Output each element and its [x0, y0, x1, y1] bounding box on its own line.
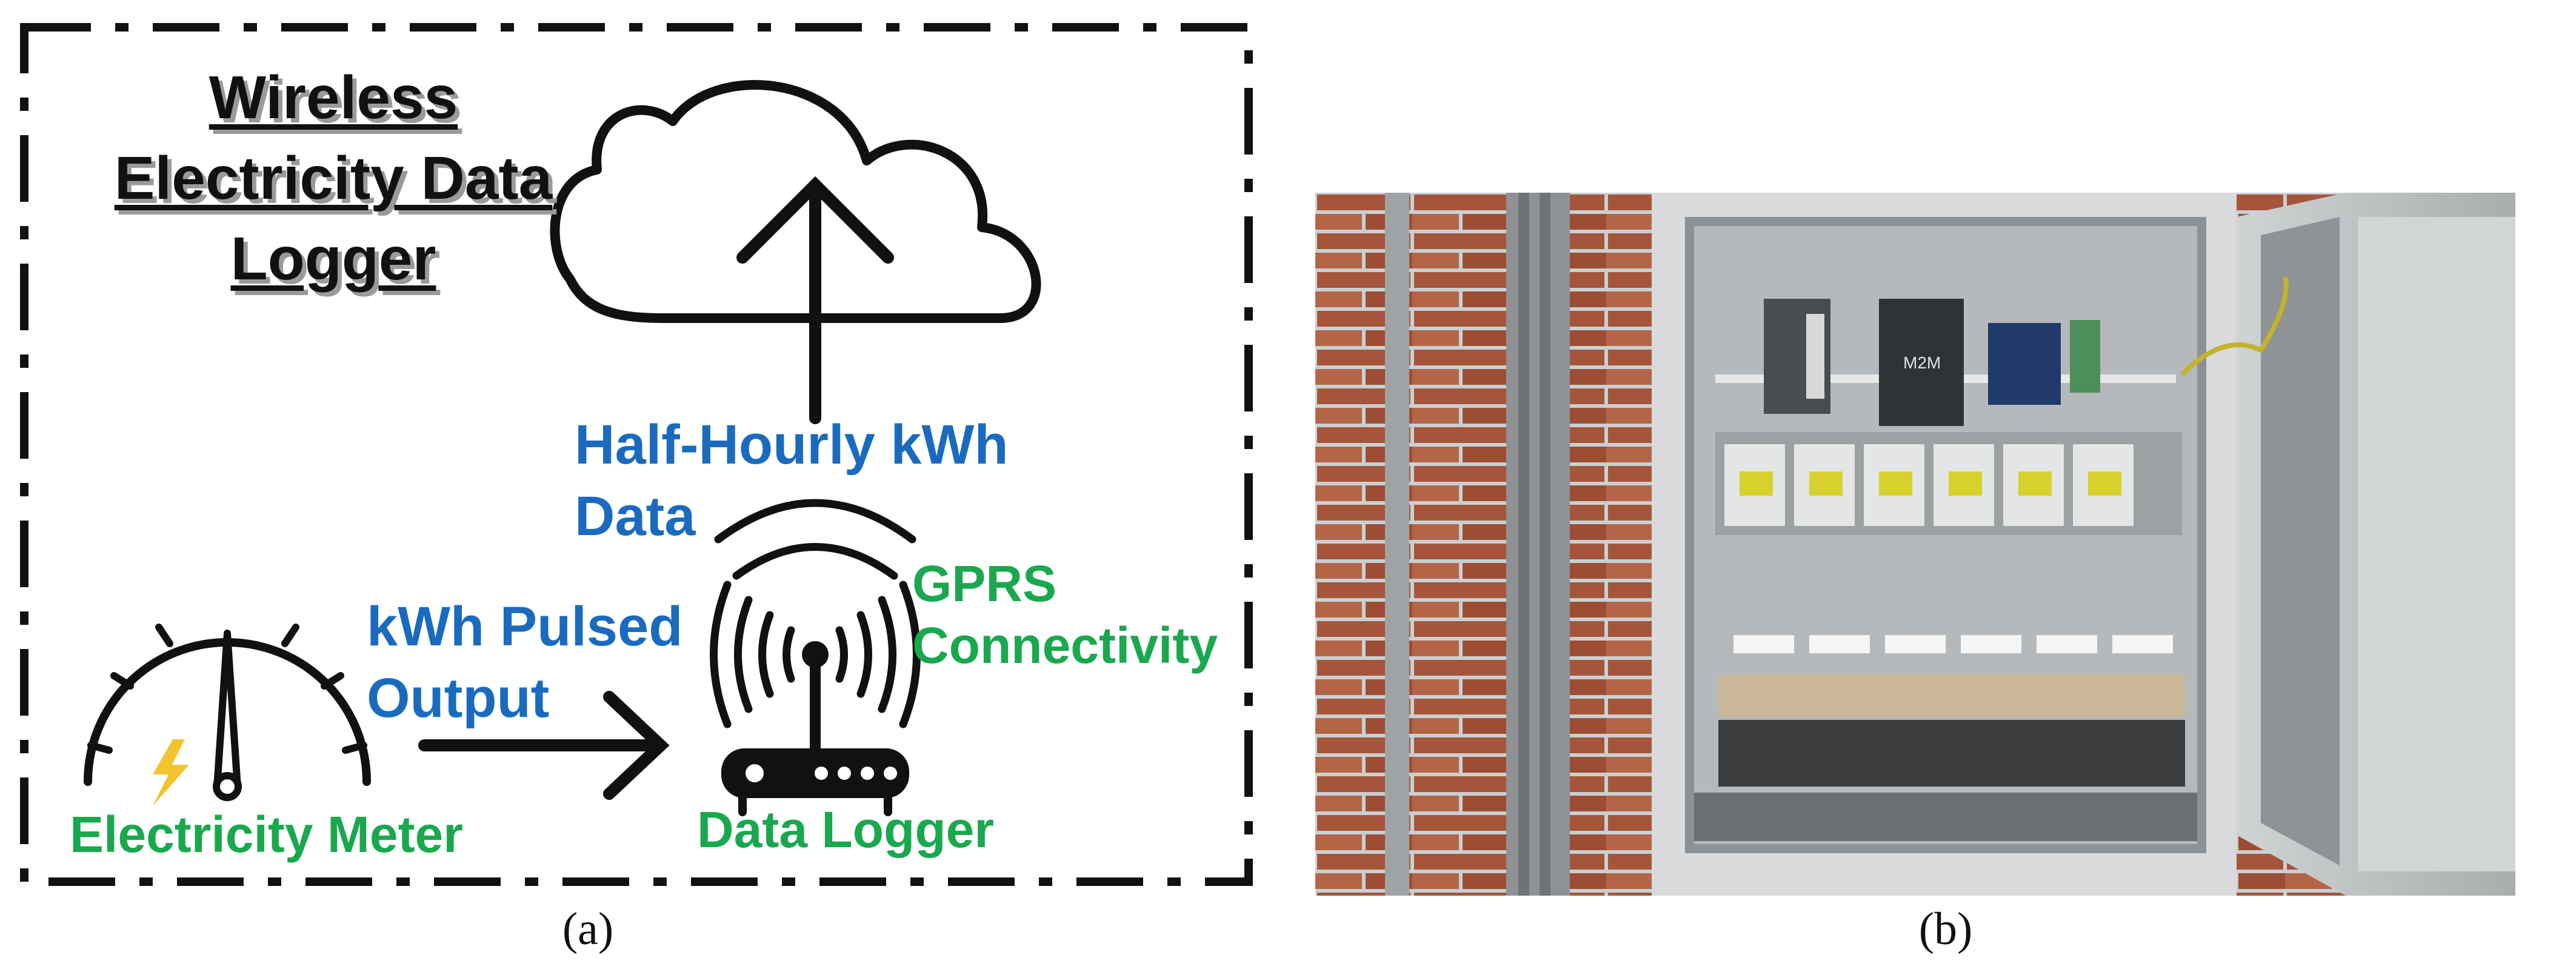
- dash-dot-frame: [20, 23, 1253, 886]
- pulse-label-line-2: Output: [367, 667, 550, 729]
- meter-label: Electricity Meter: [70, 806, 463, 863]
- antenna-icon: [710, 581, 921, 760]
- wifi-signal-icon: [714, 499, 916, 580]
- title-line-3: Logger: [230, 225, 436, 293]
- pulse-arrow-icon: [418, 691, 670, 800]
- pulse-counter-modules: [1724, 444, 2134, 526]
- panel-b-photo: M2M: [1315, 193, 2515, 896]
- pulsed-output-label: kWh Pulsed Output: [367, 591, 682, 734]
- upload-data-label: Half-Hourly kWh Data: [575, 409, 1009, 552]
- pulse-label-line-1: kWh Pulsed: [367, 596, 683, 657]
- data-logger-module: [1988, 323, 2061, 405]
- caption-a: (a): [562, 904, 614, 954]
- m2m-label: M2M: [1903, 353, 1941, 372]
- conduit-pipe: [1385, 193, 1409, 896]
- logger-label: Data Logger: [697, 801, 995, 858]
- title-line-2: Electricity Data: [114, 144, 553, 212]
- title-line-1: Wireless: [209, 64, 458, 131]
- gprs-label-line-1: GPRS: [912, 555, 1057, 612]
- cloud-icon: [550, 80, 1041, 323]
- diagram-title: Wireless Electricity Data Logger: [73, 58, 594, 299]
- panel-a-diagram: [20, 23, 1253, 886]
- gprs-label-line-2: Connectivity: [912, 617, 1218, 674]
- terminal-blocks: [1718, 674, 2185, 717]
- upload-arrow-icon: [736, 176, 894, 424]
- upload-label-line-1: Half-Hourly kWh: [575, 414, 1009, 476]
- upload-label-line-2: Data: [575, 485, 696, 547]
- caption-b: (b): [1918, 904, 1973, 954]
- lightning-bolt-icon: [153, 739, 189, 806]
- cable-trunking: [1506, 193, 1570, 896]
- router-icon: [721, 748, 909, 816]
- terminal-labels: [1733, 635, 2173, 653]
- gprs-label: GPRS Connectivity: [912, 553, 1218, 676]
- m2m-modem-module: [1879, 299, 1964, 426]
- electricity-meter-icon: [84, 624, 371, 801]
- earth-wire: [2180, 277, 2289, 376]
